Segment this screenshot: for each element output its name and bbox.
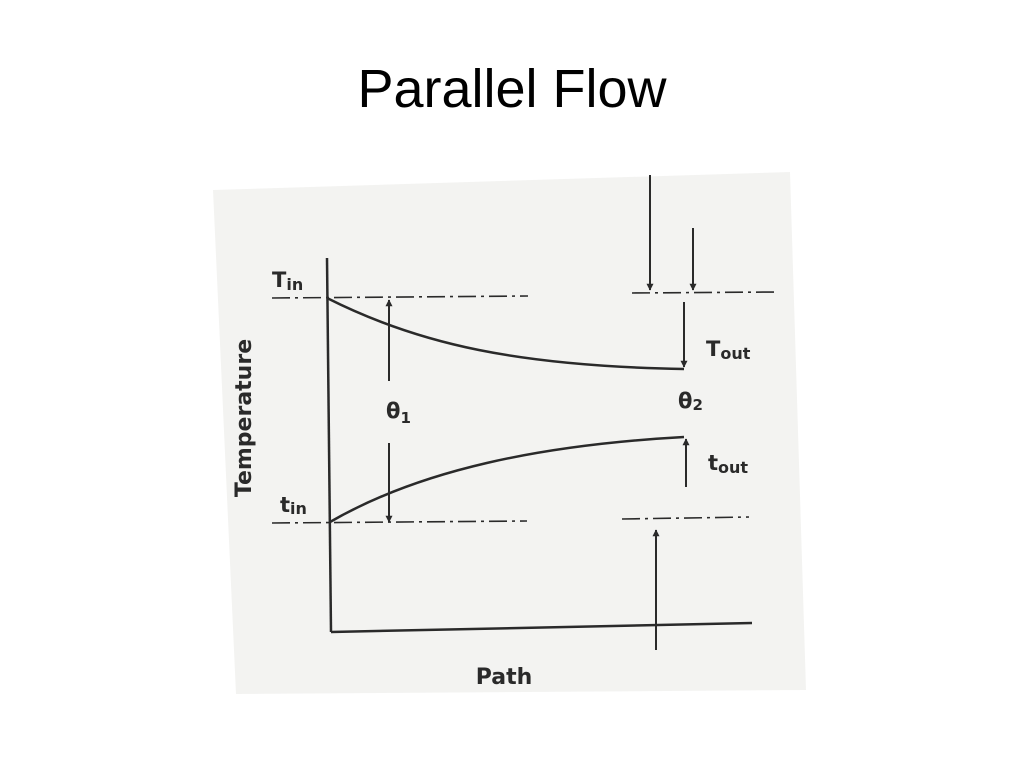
- hot-inlet-label: Tin: [272, 268, 303, 294]
- paper-background: [213, 172, 806, 694]
- cold-inlet-label: tin: [280, 493, 307, 518]
- slide-title: Parallel Flow: [357, 59, 667, 119]
- cold-outlet-reference-line: [621, 516, 750, 520]
- x-axis: [330, 621, 753, 634]
- cold-inlet-reference-line: [271, 520, 528, 524]
- theta1-label: θ1: [386, 399, 411, 427]
- cold-outlet-label: tout: [708, 451, 748, 477]
- cold-fluid-curve: [329, 435, 685, 524]
- x-axis-title: Path: [476, 665, 533, 690]
- hot-outlet-reference-line: [631, 291, 777, 294]
- y-axis: [325, 257, 333, 633]
- hot-fluid-curve: [326, 296, 685, 371]
- hot-outlet-label: Tout: [706, 337, 751, 363]
- hot-inlet-reference-line: [271, 295, 529, 299]
- y-axis-title: Temperature: [232, 339, 257, 497]
- theta2-label: θ2: [678, 389, 703, 414]
